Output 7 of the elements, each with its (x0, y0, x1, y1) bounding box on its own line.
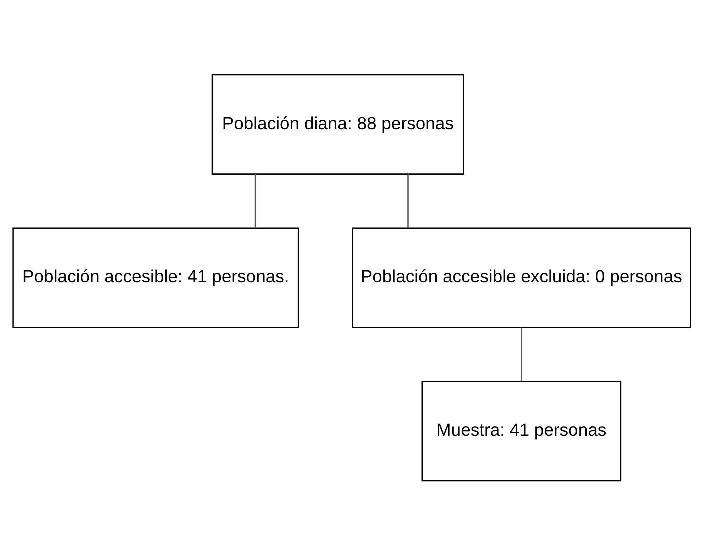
node-box: Población accesible: 41 personas. (12, 228, 300, 328)
node-box: Población diana: 88 personas (212, 74, 464, 175)
connector (254, 174, 256, 228)
node-box: Muestra: 41 personas (422, 381, 622, 482)
connector (408, 174, 409, 228)
node-box: Población accesible excluida: 0 personas (352, 228, 692, 328)
connector (521, 328, 522, 382)
